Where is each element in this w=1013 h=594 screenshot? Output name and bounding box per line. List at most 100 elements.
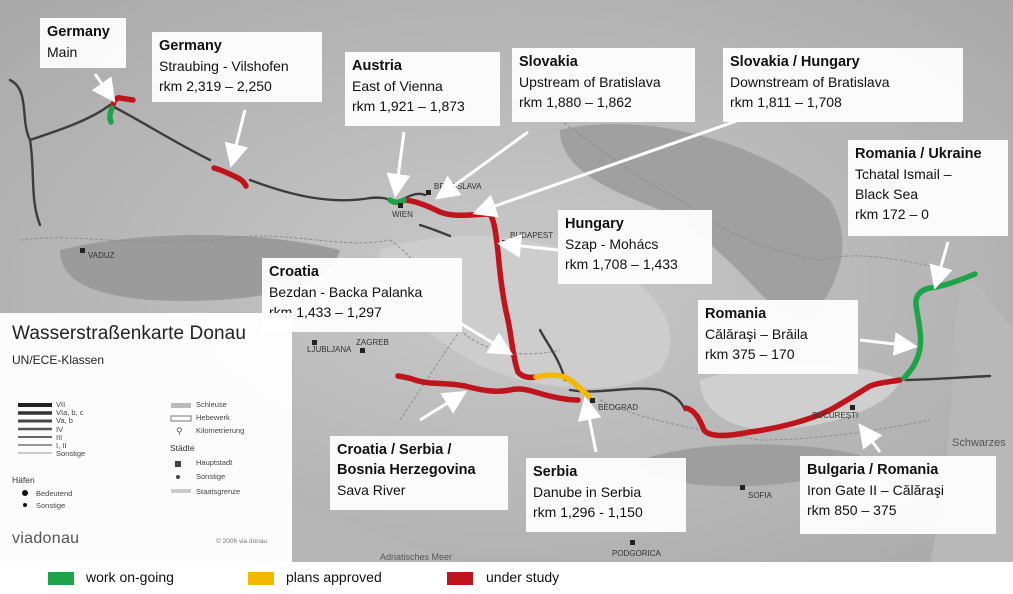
class-line-samples <box>18 403 52 454</box>
city-marker-podgorica <box>630 540 635 545</box>
class-label: VIa, b, c <box>56 408 84 418</box>
capital-symbol <box>175 461 181 467</box>
arrow-croatia <box>454 318 514 356</box>
callout-line: Upstream of Bratislava <box>519 74 661 90</box>
swatch-under-study <box>447 572 473 585</box>
callout-line: rkm 1,921 – 1,873 <box>352 98 465 114</box>
callout-line: Bezdan - Backa Palanka <box>269 284 423 300</box>
legend-map-subtitle: UN/ECE-Klassen <box>12 353 105 367</box>
callout-line: rkm 1,433 – 1,297 <box>269 304 382 320</box>
callout-germany-main: Germany Main <box>40 18 126 68</box>
callout-title: Serbia <box>533 464 578 480</box>
callout-line: East of Vienna <box>352 78 443 94</box>
callout-slovakia: Slovakia Upstream of Bratislava rkm 1,88… <box>512 48 695 122</box>
state-borders <box>19 119 951 441</box>
callout-line: rkm 1,880 – 1,862 <box>519 94 632 110</box>
label-work-ongoing: work on-going <box>86 569 174 585</box>
adriatic-sea <box>292 500 460 562</box>
waterway-map-legend: Wasserstraßenkarte Donau UN/ECE-Klassen … <box>0 313 292 562</box>
city-marker-wien <box>398 203 403 208</box>
label-zagreb: ZAGREB <box>356 338 389 347</box>
callout-line: rkm 172 – 0 <box>855 206 929 222</box>
class-labels: VII VIa, b, c Va, b IV III I, II Sonstig… <box>56 400 85 458</box>
label-adria: Adriatisches Meer <box>380 552 452 562</box>
other-city-symbol <box>176 475 180 479</box>
label-sofia: SOFIA <box>748 491 773 500</box>
callout-line: Main <box>47 44 78 60</box>
label-under-study: under study <box>486 569 560 585</box>
callout-line: Danube in Serbia <box>533 484 642 500</box>
feature-label-km: Kilometrierung <box>196 426 245 435</box>
callout-line: rkm 375 – 170 <box>705 346 795 362</box>
callout-title: Austria <box>352 58 402 74</box>
arrow-slovakia <box>435 130 529 200</box>
arrow-croatia-serbia-bih <box>419 390 468 422</box>
callout-line: rkm 1,811 – 1,708 <box>730 94 842 110</box>
callout-line: Iron Gate II – Călăraşi <box>807 482 944 498</box>
arrow-germany-straubing <box>224 109 249 168</box>
arrow-slovakia-hungary <box>472 116 746 218</box>
callout-croatia-serbia-bih: Croatia / Serbia / Bosnia Herzegovina Sa… <box>330 436 508 510</box>
callout-title: Germany <box>159 38 222 54</box>
arrow-serbia <box>577 396 602 453</box>
arrow-romania <box>859 332 918 356</box>
class-label: Va, b <box>56 416 73 426</box>
label-plans-approved: plans approved <box>286 569 382 585</box>
callout-line: rkm 1,708 – 1,433 <box>565 256 678 272</box>
label-schwarzes: Schwarzes <box>952 437 1006 449</box>
ports-heading: Häfen <box>12 475 35 485</box>
arrow-bulgaria-romania <box>858 423 883 453</box>
feature-label-lift: Hebewerk <box>196 413 230 422</box>
arrow-austria <box>386 131 411 198</box>
swatch-work-ongoing <box>48 572 74 585</box>
callout-title: Croatia / Serbia / <box>337 442 452 458</box>
callout-slovakia-hungary: Slovakia / Hungary Downstream of Bratisl… <box>723 48 963 122</box>
city-marker-bucuresti <box>850 405 855 410</box>
callout-title: Bulgaria / Romania <box>807 462 939 478</box>
cities-heading: Städte <box>170 443 195 453</box>
port-label-other: Sonstige <box>36 501 66 510</box>
swatch-plans-approved <box>248 572 274 585</box>
city-marker-zagreb <box>360 348 365 353</box>
class-label: III <box>56 432 63 442</box>
callout-line: Bosnia Herzegovina <box>337 462 476 478</box>
callout-line: Black Sea <box>855 186 919 202</box>
label-vaduz: VADUZ <box>88 251 115 260</box>
feature-label-borders: Staatsgrenze <box>196 487 241 496</box>
class-label: IV <box>56 424 64 434</box>
callout-line: Downstream of Bratislava <box>730 74 890 90</box>
callout-austria: Austria East of Vienna rkm 1,921 – 1,873 <box>345 52 500 126</box>
arrow-romania-ukraine <box>929 241 953 290</box>
port-symbols <box>22 490 28 507</box>
label-budapest: BUDAPEST <box>510 231 553 240</box>
city-marker-beograd <box>590 398 595 403</box>
callout-line: Sava River <box>337 482 406 498</box>
copyright-note: © 2006 via donau <box>216 538 268 545</box>
callout-line: rkm 1,296 - 1,150 <box>533 504 643 520</box>
callout-line: Szap - Mohács <box>565 236 659 252</box>
callout-title: Hungary <box>565 216 624 232</box>
callout-line: rkm 2,319 – 2,250 <box>159 78 272 94</box>
callout-line: Tchatal Ismail – <box>855 166 952 182</box>
callout-title: Slovakia / Hungary <box>730 54 860 70</box>
wallachian-plain <box>700 365 900 430</box>
city-label-other: Sonstige <box>196 472 226 481</box>
callout-romania-ukraine: Romania / Ukraine Tchatal Ismail – Black… <box>848 140 1008 236</box>
callout-germany-straubing: Germany Straubing - Vilshofen rkm 2,319 … <box>152 32 322 102</box>
port-label-major: Bedeutend <box>36 489 73 498</box>
callout-title: Germany <box>47 24 110 40</box>
arrow-hungary <box>497 234 559 258</box>
city-label-capital: Hauptstadt <box>196 458 233 467</box>
svg-text:⚲: ⚲ <box>176 426 183 436</box>
callout-line: Straubing - Vilshofen <box>159 58 289 74</box>
arrow-germany-main <box>91 73 116 103</box>
callout-bulgaria-romania: Bulgaria / Romania Iron Gate II – Călăra… <box>800 456 996 534</box>
callout-croatia: Croatia Bezdan - Backa Palanka rkm 1,433… <box>262 258 462 332</box>
callout-title: Croatia <box>269 264 319 280</box>
callout-serbia: Serbia Danube in Serbia rkm 1,296 - 1,15… <box>526 458 686 532</box>
callout-title: Slovakia <box>519 54 578 70</box>
class-label: I, II <box>56 441 67 451</box>
city-marker-vaduz <box>80 248 85 253</box>
callout-line: Călăraşi – Brăila <box>705 326 808 342</box>
city-marker-bratislava <box>426 190 431 195</box>
